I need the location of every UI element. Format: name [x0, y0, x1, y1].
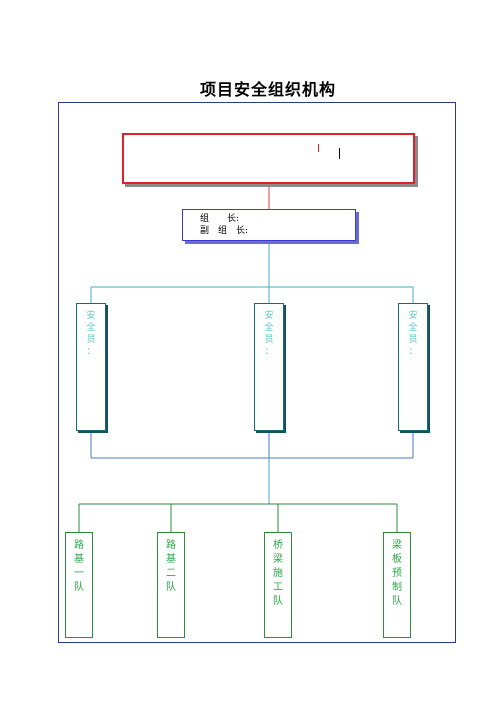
- team-box-3: 桥梁施工队: [264, 532, 292, 638]
- safety-officer-box-2: 安全员：: [254, 303, 284, 431]
- black-mark: [339, 148, 340, 159]
- page-title: 项目安全组织机构: [199, 80, 336, 99]
- leader-label: 组 长:: [200, 214, 240, 224]
- team-label: 梁板预制队: [392, 540, 402, 607]
- safety-officer-box-1: 安全员：: [76, 303, 106, 431]
- safety-officer-box-3: 安全员：: [398, 303, 428, 431]
- deputy-leader-label: 副 组 长:: [200, 226, 249, 236]
- leader-box: 组 长: 副 组 长:: [182, 209, 356, 241]
- team-box-1: 路基一队: [65, 532, 93, 638]
- diagram-frame: [58, 102, 456, 643]
- red-mark: [318, 144, 319, 152]
- team-box-4: 梁板预制队: [383, 532, 411, 638]
- safety-officer-label: 安全员：: [408, 311, 418, 357]
- team-label: 桥梁施工队: [273, 540, 283, 607]
- project-manager-box: [122, 133, 415, 184]
- team-label: 路基二队: [166, 540, 176, 593]
- team-label: 路基一队: [74, 540, 84, 593]
- team-box-2: 路基二队: [157, 532, 185, 638]
- safety-officer-label: 安全员：: [86, 311, 96, 357]
- safety-officer-label: 安全员：: [264, 311, 274, 357]
